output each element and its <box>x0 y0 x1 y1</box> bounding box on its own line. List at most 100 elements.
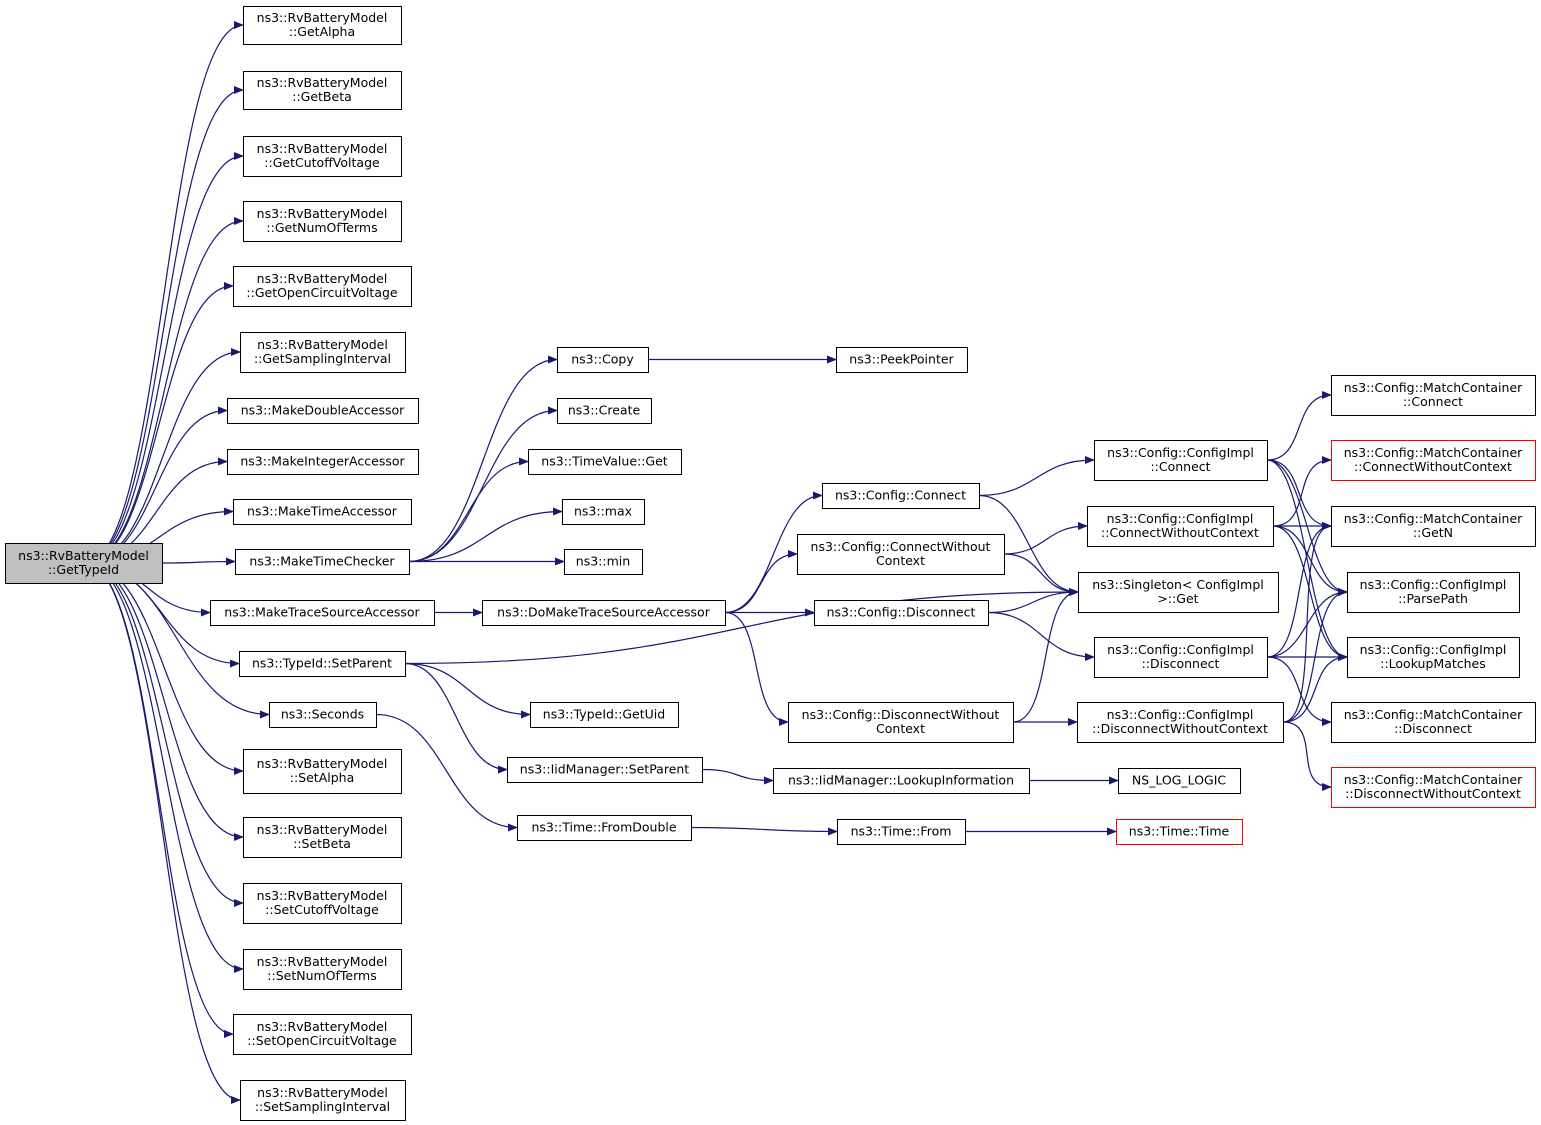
node-makeDouble[interactable]: ns3::MakeDoubleAccessor <box>227 398 419 424</box>
edge-implDisconnect-to-mcDisconnect <box>1266 656 1332 726</box>
node-box <box>227 449 419 475</box>
node-setAlpha[interactable]: ns3::RvBatteryModel::SetAlpha <box>243 749 402 794</box>
node-label-line: ::GetTypeId <box>48 562 119 577</box>
node-label-line: ns3::Time::From <box>851 824 952 839</box>
node-box <box>239 651 406 677</box>
edge-cfgConnect-to-implConnect <box>978 456 1095 497</box>
node-cfgConnectWC[interactable]: ns3::Config::ConnectWithoutContext <box>797 534 1005 575</box>
node-label-line: ::ConnectWithoutContext <box>1354 459 1512 474</box>
node-create[interactable]: ns3::Create <box>557 398 652 424</box>
edge-root-to-seconds <box>84 562 270 719</box>
node-mcDisconnect[interactable]: ns3::Config::MatchContainer::Disconnect <box>1331 702 1536 743</box>
node-getUid[interactable]: ns3::TypeId::GetUid <box>530 702 679 728</box>
node-makeTimeAcc[interactable]: ns3::MakeTimeAccessor <box>233 499 412 525</box>
node-box <box>240 1080 406 1121</box>
node-getNumTerms[interactable]: ns3::RvBatteryModel::GetNumOfTerms <box>243 201 402 242</box>
edge-implConnectWC-to-lookupMatches <box>1272 525 1348 661</box>
node-iidSetParent[interactable]: ns3::IidManager::SetParent <box>507 757 703 783</box>
node-timeValueGet[interactable]: ns3::TimeValue::Get <box>528 449 682 475</box>
node-mcConnectWC[interactable]: ns3::Config::MatchContainer::ConnectWith… <box>1331 440 1536 481</box>
node-implConnect[interactable]: ns3::Config::ConfigImpl::Connect <box>1094 440 1268 481</box>
node-cfgDisconnectWC[interactable]: ns3::Config::DisconnectWithoutContext <box>788 702 1014 743</box>
node-nsLogLogic[interactable]: NS_LOG_LOGIC <box>1118 768 1241 794</box>
node-box <box>517 815 692 841</box>
node-mcConnect[interactable]: ns3::Config::MatchContainer::Connect <box>1331 375 1536 416</box>
node-label-line: ns3::Singleton< ConfigImpl <box>1092 577 1264 592</box>
node-lookupMatches[interactable]: ns3::Config::ConfigImpl::LookupMatches <box>1347 637 1520 678</box>
node-box <box>507 757 703 783</box>
node-setOpen[interactable]: ns3::RvBatteryModel::SetOpenCircuitVolta… <box>233 1014 412 1055</box>
node-makeInteger[interactable]: ns3::MakeIntegerAccessor <box>227 449 419 475</box>
node-implDisconnect[interactable]: ns3::Config::ConfigImpl::Disconnect <box>1094 637 1268 678</box>
node-box <box>836 347 968 373</box>
node-label-line: ns3::TypeId::GetUid <box>543 707 665 722</box>
node-label-line: ::GetBeta <box>292 89 352 104</box>
node-peekPointer[interactable]: ns3::PeekPointer <box>836 347 968 373</box>
node-seconds[interactable]: ns3::Seconds <box>269 702 377 728</box>
node-root[interactable]: ns3::RvBatteryModel::GetTypeId <box>5 543 163 584</box>
edge-root-to-setNumTerms <box>84 562 244 973</box>
node-doMakeTrace[interactable]: ns3::DoMakeTraceSourceAccessor <box>482 600 726 626</box>
node-label-line: ns3::RvBatteryModel <box>257 141 388 156</box>
node-parsePath[interactable]: ns3::Config::ConfigImpl::ParsePath <box>1347 572 1520 613</box>
node-box <box>243 949 402 990</box>
node-getBeta[interactable]: ns3::RvBatteryModel::GetBeta <box>243 71 402 110</box>
node-label-line: ns3::TypeId::SetParent <box>252 656 392 671</box>
node-setNumTerms[interactable]: ns3::RvBatteryModel::SetNumOfTerms <box>243 949 402 990</box>
node-timeTime[interactable]: ns3::Time::Time <box>1116 819 1243 845</box>
node-setParent[interactable]: ns3::TypeId::SetParent <box>239 651 406 677</box>
node-label-line: ns3::Config::MatchContainer <box>1344 445 1523 460</box>
edge-cfgConnect-to-singletonGet <box>978 494 1079 596</box>
edge-doMakeTrace-to-cfgDisconnectWC <box>724 611 789 726</box>
node-implConnectWC[interactable]: ns3::Config::ConfigImpl::ConnectWithoutC… <box>1087 506 1274 547</box>
node-timeFrom[interactable]: ns3::Time::From <box>837 819 966 845</box>
node-setCutoff[interactable]: ns3::RvBatteryModel::SetCutoffVoltage <box>243 883 402 924</box>
node-mcDisconnectWC[interactable]: ns3::Config::MatchContainer::DisconnectW… <box>1331 767 1536 808</box>
node-label-line: Context <box>876 553 925 568</box>
node-box <box>773 768 1030 794</box>
node-makeTrace[interactable]: ns3::MakeTraceSourceAccessor <box>210 600 435 626</box>
node-getSampling[interactable]: ns3::RvBatteryModel::GetSamplingInterval <box>240 332 406 373</box>
node-getOpen[interactable]: ns3::RvBatteryModel::GetOpenCircuitVolta… <box>233 266 412 307</box>
node-mcGetN[interactable]: ns3::Config::MatchContainer::GetN <box>1331 506 1536 547</box>
node-box <box>235 549 410 575</box>
node-box <box>564 549 643 575</box>
node-cfgDisconnect[interactable]: ns3::Config::Disconnect <box>814 600 989 626</box>
node-box <box>1331 767 1536 808</box>
node-makeTimeChk[interactable]: ns3::MakeTimeChecker <box>235 549 410 575</box>
node-label-line: ns3::RvBatteryModel <box>257 206 388 221</box>
node-setSampling[interactable]: ns3::RvBatteryModel::SetSamplingInterval <box>240 1080 406 1121</box>
node-label-line: ns3::RvBatteryModel <box>257 10 388 25</box>
node-label-line: ns3::RvBatteryModel <box>257 1085 388 1100</box>
node-label-line: ns3::RvBatteryModel <box>18 548 149 563</box>
node-singletonGet[interactable]: ns3::Singleton< ConfigImpl >::Get <box>1078 572 1279 613</box>
edge-implDisconnect-to-mcGetN <box>1266 522 1332 658</box>
edge-cfgDisconnect-to-singletonGet <box>987 588 1079 614</box>
node-getCutoff[interactable]: ns3::RvBatteryModel::GetCutoffVoltage <box>243 136 402 177</box>
node-max[interactable]: ns3::max <box>562 499 645 525</box>
node-box <box>233 266 412 307</box>
node-getAlpha[interactable]: ns3::RvBatteryModel::GetAlpha <box>243 6 402 45</box>
node-box <box>1347 637 1520 678</box>
node-box <box>233 499 412 525</box>
node-label-line: ::LookupMatches <box>1380 656 1486 671</box>
node-copy[interactable]: ns3::Copy <box>557 347 649 373</box>
node-min[interactable]: ns3::min <box>564 549 643 575</box>
node-label-line: ns3::IidManager::SetParent <box>520 762 690 777</box>
node-box <box>243 817 402 858</box>
node-setBeta[interactable]: ns3::RvBatteryModel::SetBeta <box>243 817 402 858</box>
edge-root-to-getCutoff <box>84 152 244 564</box>
node-label-line: ns3::Config::ConfigImpl <box>1107 642 1254 657</box>
node-lookupInfo[interactable]: ns3::IidManager::LookupInformation <box>773 768 1030 794</box>
node-label-line: ::GetOpenCircuitVoltage <box>246 285 398 300</box>
node-fromDouble[interactable]: ns3::Time::FromDouble <box>517 815 692 841</box>
node-implDisconnectWC[interactable]: ns3::Config::ConfigImpl::DisconnectWitho… <box>1077 702 1284 743</box>
edge-cfgConnectWC-to-implConnectWC <box>1003 522 1088 555</box>
edge-root-to-makeTimeChk <box>161 557 236 566</box>
node-box <box>243 136 402 177</box>
node-label-line: ns3::Config::ConnectWithout <box>811 539 991 554</box>
node-label-line: ns3::Config::ConfigImpl <box>1107 707 1254 722</box>
edge-implDisconnectWC-to-mcDisconnectWC <box>1282 721 1332 791</box>
node-box <box>1331 440 1536 481</box>
node-cfgConnect[interactable]: ns3::Config::Connect <box>822 483 980 509</box>
